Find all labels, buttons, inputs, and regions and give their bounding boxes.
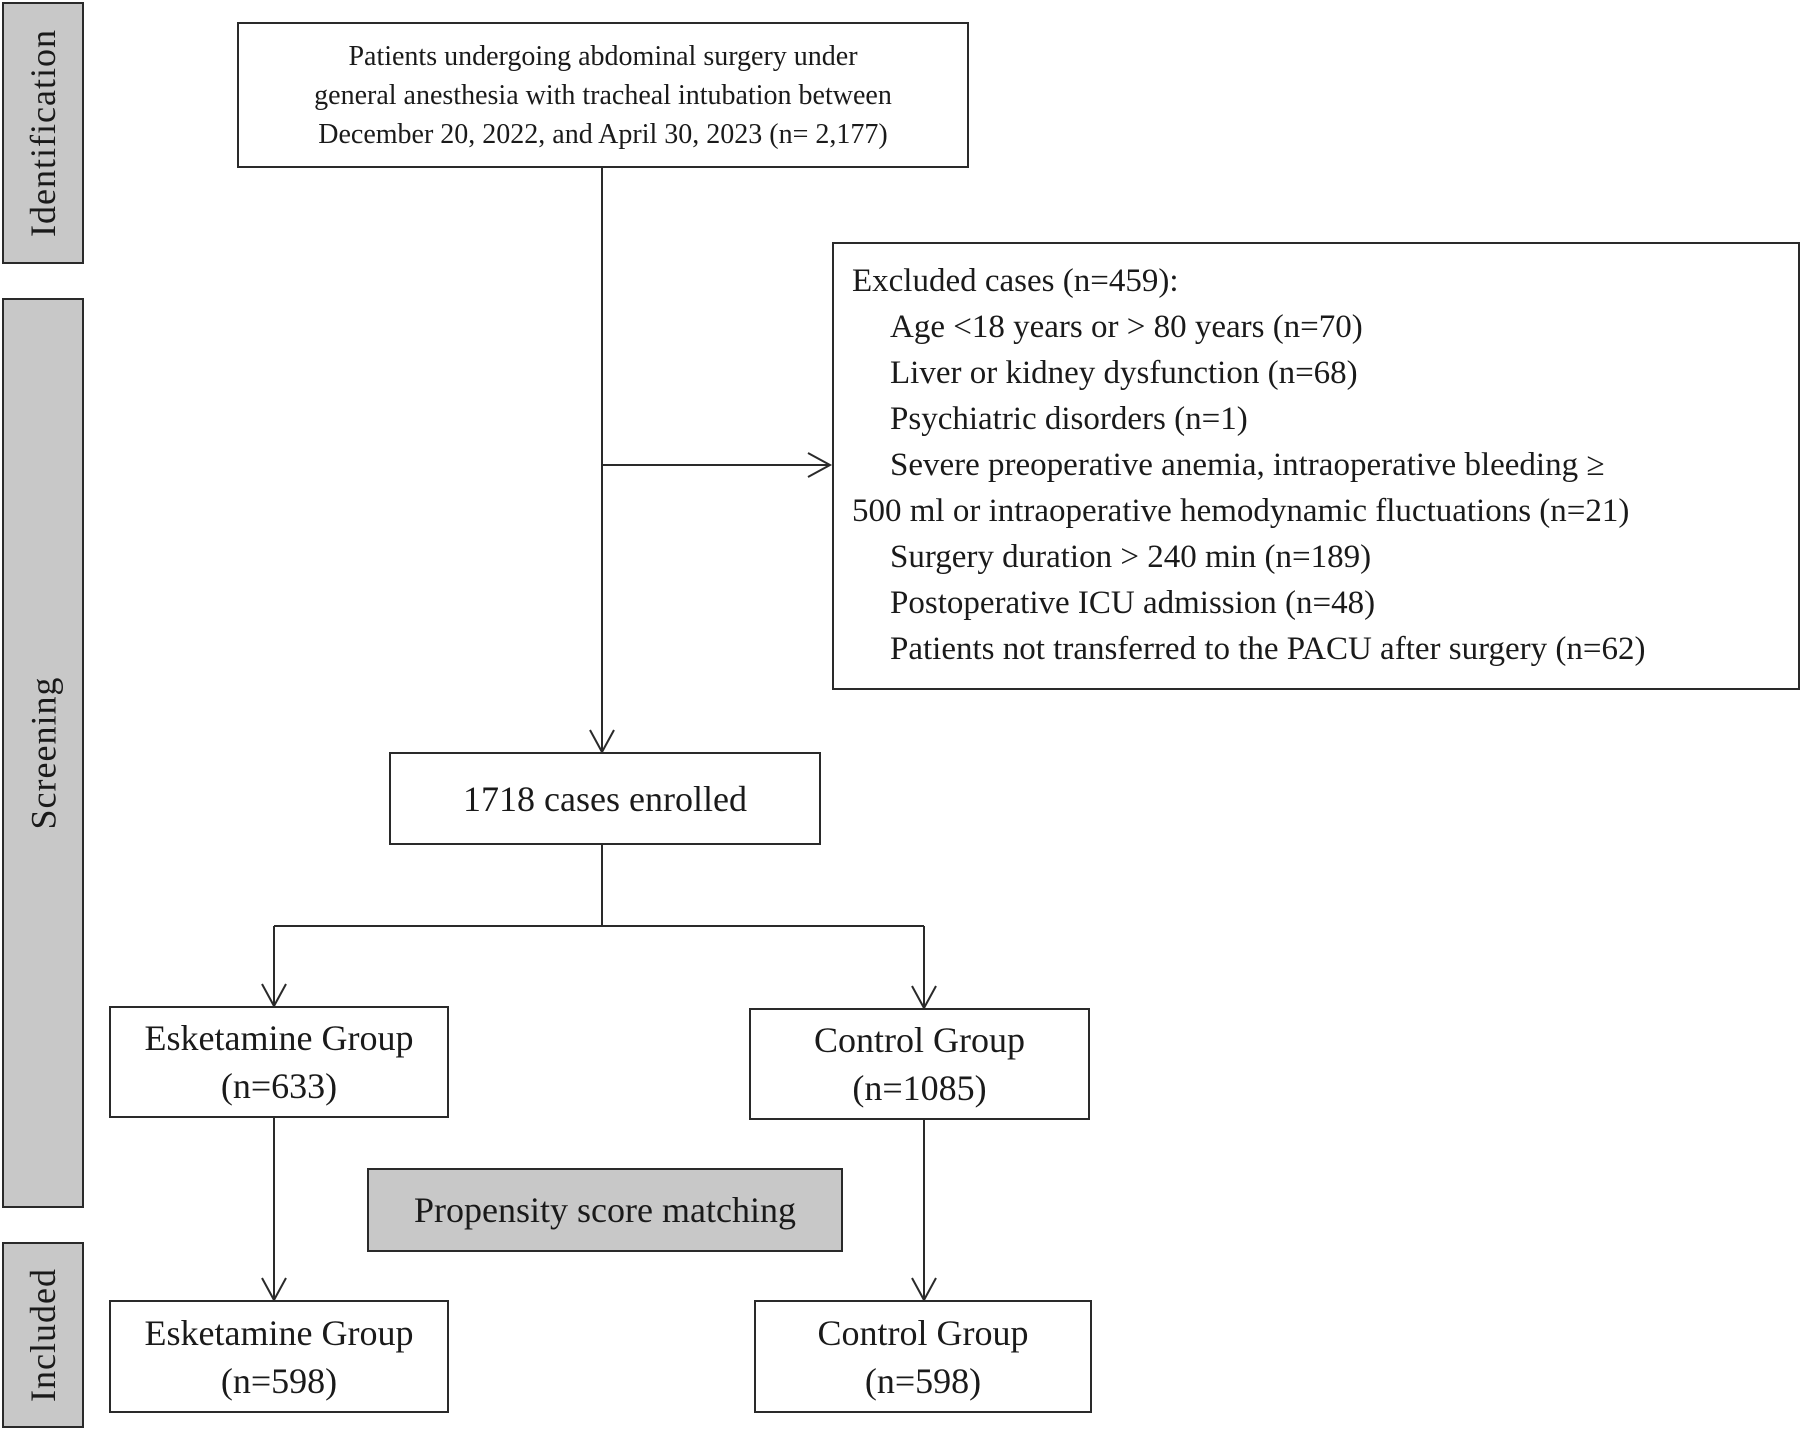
excluded-item: Age <18 years or > 80 years (n=70) [890, 309, 1363, 345]
control-group-matched-box: Control Group (n=598) [754, 1300, 1092, 1413]
control-group-label: Control Group [814, 1020, 1025, 1060]
esketamine-group-matched-count: (n=598) [220, 1360, 338, 1401]
excluded-item: Liver or kidney dysfunction (n=68) [890, 355, 1358, 391]
control-group-matched-label: Control Group [817, 1312, 1029, 1353]
propensity-matching-label: Propensity score matching [414, 1190, 796, 1230]
enrolled-label: 1718 cases enrolled [463, 778, 747, 819]
control-group-matched-count: (n=598) [864, 1360, 982, 1401]
excluded-item: Psychiatric disorders (n=1) [890, 401, 1248, 437]
phase-identification: Identification [2, 2, 84, 264]
excluded-item: Severe preoperative anemia, intraoperati… [890, 447, 1605, 483]
esketamine-group-matched-label: Esketamine Group [144, 1312, 414, 1353]
esketamine-group-matched-box: Esketamine Group (n=598) [109, 1300, 449, 1413]
excluded-item: Postoperative ICU admission (n=48) [890, 585, 1376, 621]
propensity-matching-box: Propensity score matching [367, 1168, 843, 1252]
start-box-line-2: general anesthesia with tracheal intubat… [314, 79, 892, 111]
esketamine-group-label: Esketamine Group [144, 1018, 414, 1058]
excluded-item: Patients not transferred to the PACU aft… [890, 631, 1646, 667]
control-group-box: Control Group (n=1085) [749, 1008, 1090, 1120]
start-box-line-3: December 20, 2022, and April 30, 2023 (n… [318, 118, 888, 150]
start-box: Patients undergoing abdominal surgery un… [237, 22, 969, 168]
phase-included: Included [2, 1242, 84, 1428]
arrow-to-excluded [807, 452, 833, 478]
start-box-line-1: Patients undergoing abdominal surgery un… [348, 40, 858, 72]
excluded-box: Excluded cases (n=459): Age <18 years or… [832, 242, 1800, 690]
excluded-item: Surgery duration > 240 min (n=189) [890, 539, 1372, 575]
control-group-count: (n=1085) [852, 1068, 987, 1108]
esketamine-group-count: (n=633) [220, 1066, 338, 1106]
phase-screening: Screening [2, 298, 84, 1208]
excluded-title: Excluded cases (n=459): [852, 263, 1179, 299]
enrolled-box: 1718 cases enrolled [389, 752, 821, 845]
excluded-item-continued: 500 ml or intraoperative hemodynamic flu… [852, 493, 1630, 529]
esketamine-group-box: Esketamine Group (n=633) [109, 1006, 449, 1118]
